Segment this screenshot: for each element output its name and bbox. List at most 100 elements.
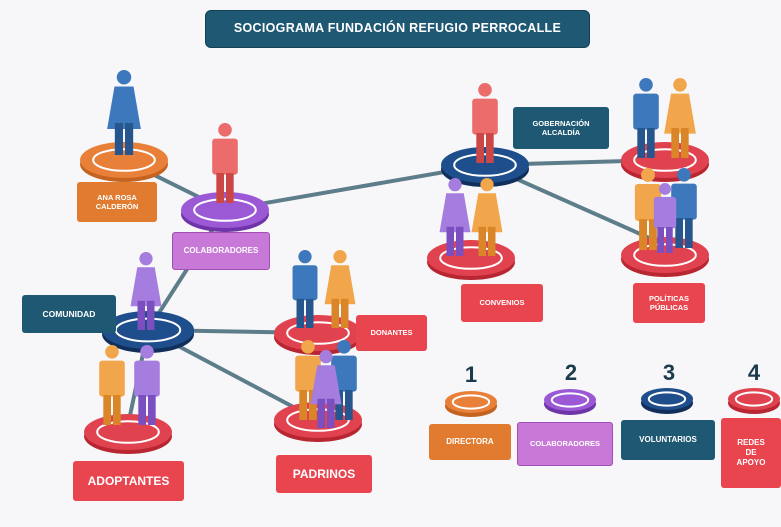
- person-leg: [666, 227, 673, 253]
- person-leg: [226, 173, 234, 203]
- person-head: [319, 350, 333, 364]
- person-head: [116, 70, 132, 85]
- person-icon: [671, 168, 697, 248]
- platform-ring: [633, 148, 697, 172]
- platform-top: [80, 142, 168, 178]
- legend-number-4: 4: [747, 360, 761, 385]
- person-leg: [309, 390, 317, 420]
- platform-ring: [96, 420, 160, 444]
- person-body: [664, 93, 696, 134]
- label-donantes: DONANTES: [356, 315, 427, 351]
- person-icon: [471, 178, 503, 256]
- label-convenios: CONVENIOS: [461, 284, 543, 322]
- person-leg: [657, 227, 664, 253]
- label-ana-rosa: ANA ROSA CALDERÓN: [77, 182, 157, 222]
- platform-ring: [193, 198, 257, 222]
- person-leg: [486, 133, 494, 163]
- person-leg: [478, 226, 486, 256]
- person-body: [310, 365, 342, 405]
- person-icon: [324, 250, 356, 328]
- person-leg: [138, 395, 146, 425]
- person-leg: [637, 128, 645, 158]
- person-leg: [685, 218, 693, 248]
- platform-directora: [80, 142, 168, 182]
- person-icon: [212, 123, 238, 203]
- connector-line: [223, 163, 487, 212]
- person-body: [212, 138, 238, 175]
- person-icon: [472, 83, 498, 163]
- person-icon: [292, 250, 318, 328]
- person-leg: [335, 390, 343, 420]
- label-comunidad: COMUNIDAD: [22, 295, 116, 333]
- platform-ring: [92, 148, 156, 172]
- person-leg: [675, 218, 683, 248]
- person-leg: [639, 219, 647, 250]
- person-body: [653, 196, 677, 229]
- person-head: [333, 250, 347, 264]
- person-leg: [137, 300, 145, 330]
- platform-politicas: [621, 237, 709, 277]
- person-body: [130, 267, 162, 307]
- person-head: [639, 78, 653, 92]
- person-leg: [331, 298, 339, 328]
- person-head: [448, 178, 462, 192]
- legend-number-3: 3: [662, 360, 676, 385]
- person-head: [140, 345, 154, 359]
- person-icon: [134, 345, 160, 425]
- person-leg: [649, 219, 657, 250]
- person-head: [478, 83, 492, 97]
- person-icon: [664, 78, 696, 158]
- person-head: [677, 168, 691, 182]
- people-figures: [99, 70, 697, 428]
- platform-convenios: [427, 240, 515, 280]
- person-leg: [476, 133, 484, 163]
- person-leg: [327, 398, 335, 428]
- platform-top: [181, 192, 269, 228]
- person-head: [105, 345, 119, 359]
- person-icon: [99, 345, 125, 425]
- legend-label-directora: DIRECTORA: [429, 424, 511, 460]
- person-leg: [147, 300, 155, 330]
- person-leg: [216, 173, 224, 203]
- person-head: [298, 250, 312, 264]
- person-leg: [113, 395, 121, 425]
- label-colaboradores: COLABORADORES: [172, 232, 270, 270]
- platform-colaboradores: [181, 192, 269, 232]
- legend-number-1: 1: [464, 362, 478, 387]
- legend-label-redes: REDES DE APOYO: [721, 418, 781, 488]
- person-icon: [633, 78, 659, 158]
- person-leg: [671, 128, 679, 158]
- platform-adoptantes: [84, 414, 172, 454]
- person-leg: [317, 398, 325, 428]
- legend-disc-voluntarios: [641, 388, 693, 414]
- platform-gobernacion: [441, 147, 529, 187]
- platform-top-right: [621, 142, 709, 182]
- person-body: [472, 98, 498, 135]
- label-padrinos: PADRINOS: [276, 455, 372, 493]
- legend-disc-colaboradores: [544, 389, 596, 415]
- platform-ring: [453, 153, 517, 177]
- platform-top: [441, 147, 529, 183]
- person-body: [134, 360, 160, 397]
- person-head: [480, 178, 494, 192]
- person-leg: [148, 395, 156, 425]
- person-head: [673, 78, 687, 92]
- person-body: [439, 193, 471, 233]
- person-head: [139, 252, 153, 266]
- label-gobernacion: GOBERNACIÓN ALCALDÍA: [513, 107, 609, 149]
- person-head: [218, 123, 232, 137]
- person-body: [671, 183, 697, 220]
- person-icon: [653, 183, 677, 253]
- person-leg: [647, 128, 655, 158]
- person-body: [633, 93, 659, 130]
- platform-ring: [286, 321, 350, 345]
- person-leg: [341, 298, 349, 328]
- legend-disc-directora: [445, 391, 497, 417]
- person-leg: [296, 298, 304, 328]
- legend-disc-redes: [728, 388, 780, 414]
- person-icon: [310, 350, 342, 428]
- person-leg: [456, 226, 464, 256]
- label-politicas: POLÍTICAS PÚBLICAS: [633, 283, 705, 323]
